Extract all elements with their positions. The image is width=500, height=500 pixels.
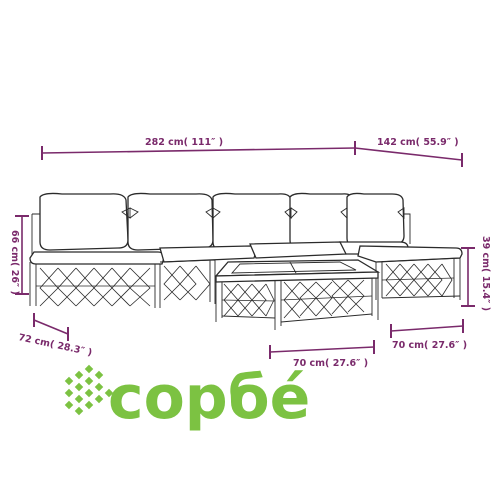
- seat-cushion: [249, 241, 349, 259]
- table-depth-label: 70 cm( 27.6″ ): [392, 340, 467, 351]
- brand-logo: сорбé: [64, 363, 310, 433]
- seat-height-dimension: 39 cm( 15.4″ ): [461, 236, 491, 311]
- sofa-set: [29, 192, 463, 308]
- seat-cushion: [29, 251, 165, 265]
- back-cushion: [212, 192, 293, 251]
- seat-depth-label: 72 cm( 28.3″ ): [17, 332, 93, 358]
- seat-cushion: [159, 245, 257, 263]
- back-cushion: [127, 192, 214, 251]
- ottoman-depth-dimension: 142 cm( 55.9″ ): [354, 137, 463, 167]
- back-cushion: [39, 192, 129, 251]
- ottoman-depth-label: 142 cm( 55.9″ ): [377, 137, 459, 148]
- weave-pattern: [36, 263, 455, 307]
- seat-depth-dimension: 72 cm( 28.3″ ): [17, 313, 93, 359]
- total-width-label: 282 cm( 111″ ): [145, 137, 223, 148]
- table-depth-dimension: 70 cm( 27.6″ ): [390, 319, 467, 351]
- ottoman-cushion: [357, 245, 463, 263]
- sofa-base: [29, 262, 161, 308]
- table-width-label: 70 cm( 27.6″ ): [293, 358, 368, 369]
- back-height-label: 66 cm( 26″ ): [9, 230, 20, 295]
- table-width-dimension: 70 cm( 27.6″ ): [269, 340, 375, 369]
- back-cushion: [346, 192, 405, 247]
- coffee-table: [214, 259, 381, 330]
- back-height-dimension: 66 cm( 26″ ): [9, 215, 29, 295]
- seat-height-label: 39 cm( 15.4″ ): [480, 236, 491, 311]
- logo-text: сорбé: [108, 363, 310, 433]
- back-cushion: [289, 192, 355, 249]
- total-width-dimension: 282 cm( 111″ ): [41, 137, 356, 160]
- cross-weave-icon: [64, 364, 114, 416]
